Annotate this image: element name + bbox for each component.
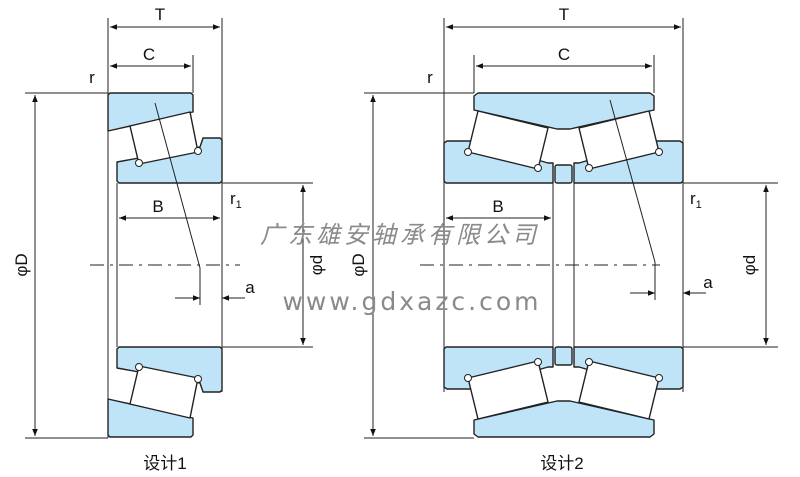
watermark-url: www.gdxazc.com [282,287,541,316]
design1-dim-C: C [143,45,155,64]
design1-dim-r1: r1 [230,189,242,211]
design2-caption: 设计2 [540,454,583,473]
design1-dim-T: T [155,5,165,24]
design1-dim-phid: φd [307,255,326,275]
design2-dim-a: a [703,273,713,292]
design2-dim-phiD: φD [349,253,368,276]
design2-dim-C: C [558,45,570,64]
design1-bearing [25,18,313,439]
design1-dim-a: a [245,278,255,297]
design2-dim-phid: φd [740,255,759,275]
design2-dim-B: B [492,197,503,216]
design1-dim-phiD: φD [12,253,31,276]
design2-bearing [364,18,778,439]
watermark-company: 广东雄安轴承有限公司 [260,221,540,249]
design2-dim-T: T [559,5,569,24]
design2-dim-r: r [427,68,433,87]
design2-dim-r1: r1 [690,189,702,211]
design1-dim-B: B [152,197,163,216]
design1-caption: 设计1 [143,454,186,473]
design1-dim-r: r [89,68,95,87]
